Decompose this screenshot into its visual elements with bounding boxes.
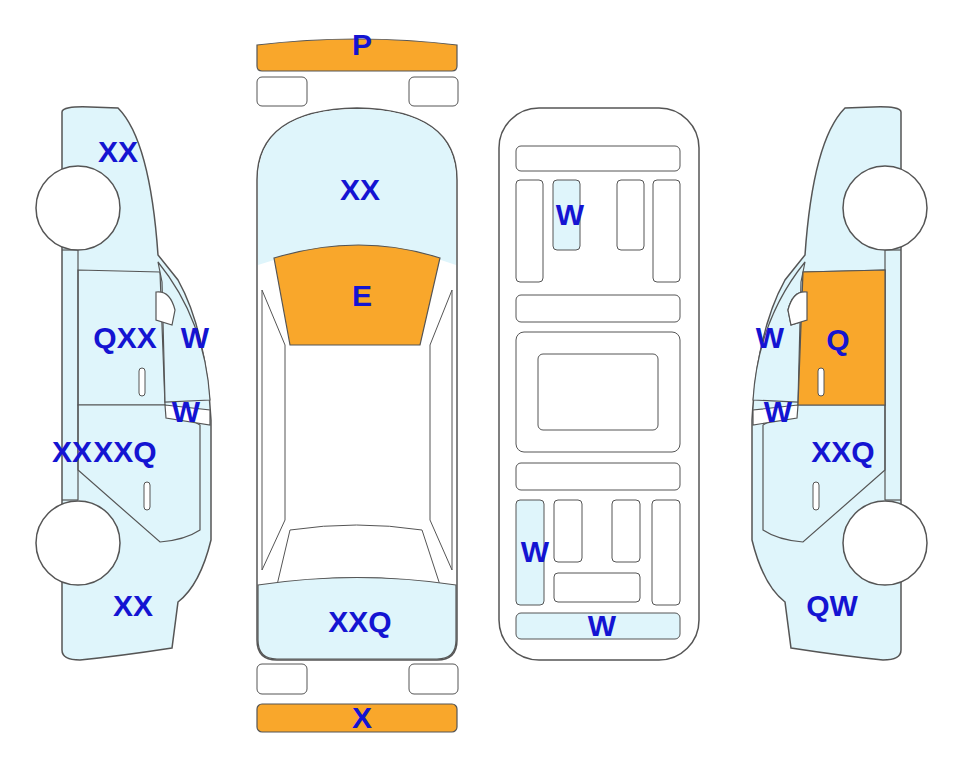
damage-code: XXQ <box>93 437 156 467</box>
damage-code: QW <box>806 591 858 621</box>
damage-code: W <box>521 537 549 567</box>
damage-code: XX <box>340 175 380 205</box>
damage-code: X <box>352 703 372 733</box>
damage-code: W <box>172 397 200 427</box>
damage-code: W <box>764 397 792 427</box>
damage-code: Q <box>826 325 849 355</box>
damage-code: P <box>352 30 372 60</box>
damage-code: W <box>181 323 209 353</box>
damage-code: W <box>756 323 784 353</box>
damage-code: W <box>588 611 616 641</box>
damage-code: XXQ <box>811 437 874 467</box>
damage-code: QXX <box>93 323 156 353</box>
damage-code: W <box>556 200 584 230</box>
damage-code: XXQ <box>328 607 391 637</box>
damage-code: XX <box>113 591 153 621</box>
damage-code: XX <box>98 137 138 167</box>
damage-code: XX <box>52 437 92 467</box>
damage-code: E <box>352 281 372 311</box>
